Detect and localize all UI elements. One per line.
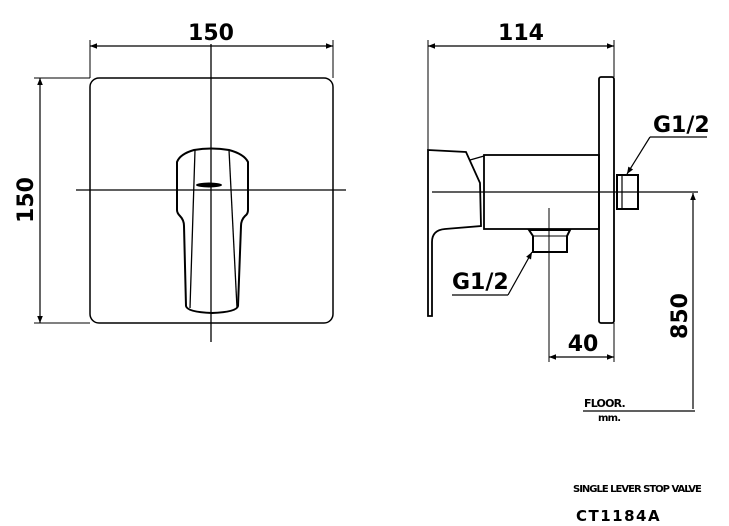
height-label: 150 xyxy=(14,177,39,223)
top-connection-label: G1/2 xyxy=(653,113,710,138)
lever-handle-side xyxy=(427,149,482,317)
bottom-connection-leader xyxy=(507,251,533,296)
product-name: SINGLE LEVER STOP VALVE xyxy=(573,484,702,495)
height-850-label: 850 xyxy=(668,293,693,339)
front-view: 150 150 xyxy=(14,21,346,342)
side-view: 114 40 850 G1/2 G1/2 FLOOR. mm. xyxy=(427,21,710,424)
brand-logo xyxy=(196,182,222,188)
unit-label: mm. xyxy=(598,413,620,424)
floor-label: FLOOR. xyxy=(584,397,626,410)
product-model: CT1184A xyxy=(576,507,661,525)
top-connection-leader xyxy=(626,136,651,175)
width-label: 150 xyxy=(188,21,234,46)
outlet-offset-label: 40 xyxy=(568,332,599,357)
lever-handle-front xyxy=(176,147,249,315)
bottom-connection-label: G1/2 xyxy=(452,270,509,295)
cover-plate-side xyxy=(598,76,615,324)
depth-label: 114 xyxy=(498,21,544,46)
